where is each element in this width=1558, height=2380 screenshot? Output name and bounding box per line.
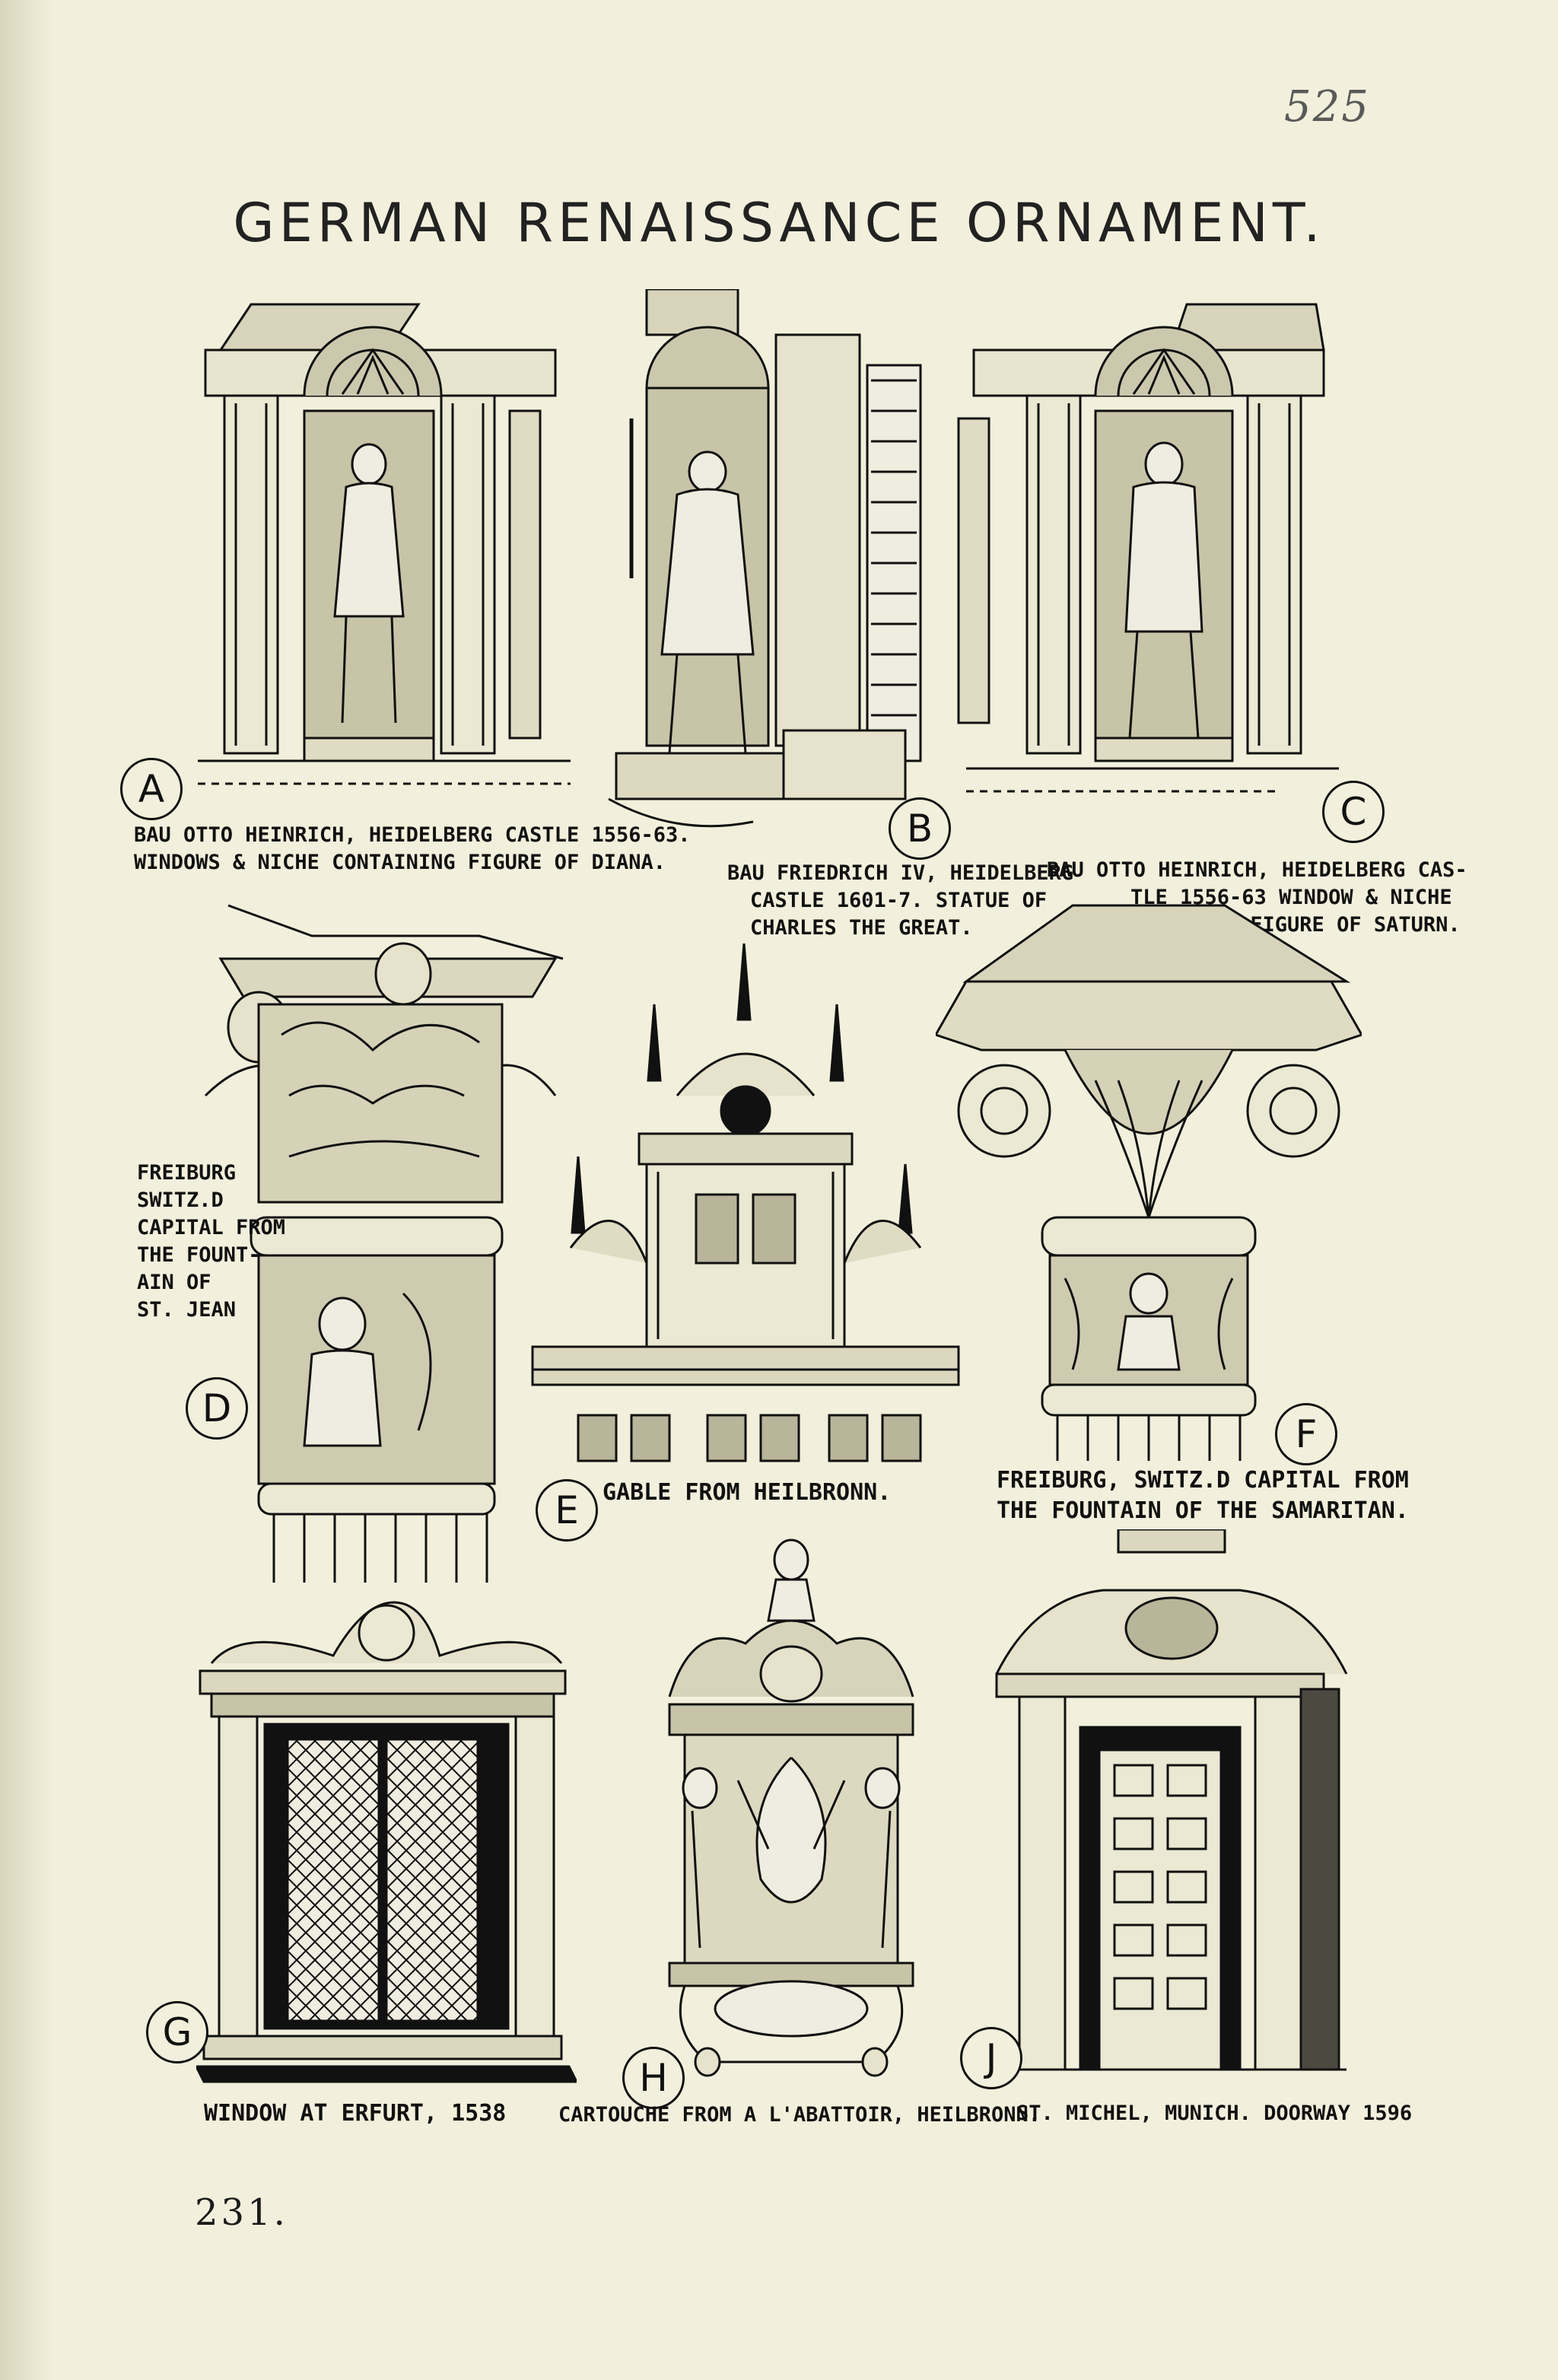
figure-e-gable-heilbronn <box>525 943 966 1476</box>
figure-d-caption-line-3: CAPITAL FROM <box>137 1216 286 1239</box>
figure-j-caption: ST. MICHEL, MUNICH. DOORWAY 1596 <box>1016 2100 1412 2127</box>
figure-c-drawing <box>957 303 1339 793</box>
figure-h-letter: H <box>622 2047 685 2109</box>
figure-b-statue-charles <box>601 289 936 852</box>
page-binding-shadow <box>0 0 53 2380</box>
figure-a-letter: A <box>120 758 183 820</box>
figure-e-caption-line-1: GABLE FROM HEILBRONN. <box>603 1479 892 1506</box>
figure-d-caption: FREIBURG SWITZ.D CAPITAL FROM THE FOUNT-… <box>137 1160 285 1324</box>
handwritten-page-number: 525 <box>1284 82 1370 132</box>
figure-a-caption-line-2: WINDOWS & NICHE CONTAINING FIGURE OF DIA… <box>134 851 666 874</box>
figure-b-letter: B <box>889 797 951 860</box>
figure-j-drawing <box>989 1529 1348 2071</box>
figure-b-caption-line-1: BAU FRIEDRICH IV, HEIDELBERG <box>727 861 1074 885</box>
figure-a-drawing <box>198 303 571 785</box>
figure-c-letter: C <box>1322 781 1385 843</box>
figure-a-niche-diana <box>190 297 586 814</box>
figure-j-letter: J <box>960 2027 1022 2089</box>
figure-d-caption-line-4: THE FOUNT- <box>137 1243 261 1267</box>
figure-g-drawing <box>196 1601 577 2083</box>
figure-e-letter: E <box>536 1479 598 1542</box>
figure-j-doorway-munich <box>989 1529 1354 2092</box>
figure-j-caption-line-1: ST. MICHEL, MUNICH. DOORWAY 1596 <box>1016 2102 1413 2125</box>
figure-b-caption-line-2: CASTLE 1601-7. STATUE OF <box>750 889 1048 912</box>
figure-h-cartouche <box>639 1529 943 2092</box>
figure-c-niche-saturn <box>943 297 1354 829</box>
figure-h-caption: CARTOUCHE FROM A L'ABATTOIR, HEILBRONN. <box>558 2102 1041 2129</box>
figure-h-caption-line-1: CARTOUCHE FROM A L'ABATTOIR, HEILBRONN. <box>558 2103 1041 2127</box>
figure-b-drawing <box>608 289 922 828</box>
figure-g-caption-line-1: WINDOW AT ERFURT, 1538 <box>204 2100 507 2127</box>
figure-d-letter: D <box>186 1377 248 1440</box>
figure-h-drawing <box>668 1538 914 2077</box>
figure-d-caption-line-1: FREIBURG <box>137 1161 237 1185</box>
figure-f-caption: FREIBURG, SWITZ.D CAPITAL FROM THE FOUNT… <box>997 1465 1409 1526</box>
figure-b-caption: BAU FRIEDRICH IV, HEIDELBERG CASTLE 1601… <box>727 860 1073 942</box>
figure-d-drawing <box>204 904 564 1583</box>
figure-d-caption-line-2: SWITZ.D <box>137 1188 224 1212</box>
figure-e-caption: GABLE FROM HEILBRONN. <box>603 1479 891 1507</box>
figure-d-caption-line-5: AIN OF <box>137 1271 211 1294</box>
plate-number: 231. <box>195 2191 288 2234</box>
figure-f-capital-samaritan <box>936 898 1362 1461</box>
figure-c-caption-line-1: BAU OTTO HEINRICH, HEIDELBERG CAS- <box>1047 858 1467 882</box>
figure-f-caption-line-2: THE FOUNTAIN OF THE SAMARITAN. <box>997 1497 1409 1524</box>
figure-f-letter: F <box>1275 1403 1337 1465</box>
figure-d-caption-line-6: ST. JEAN <box>137 1298 237 1322</box>
figure-g-letter: G <box>146 2001 208 2063</box>
figure-d-capital-st-jean <box>175 898 571 1583</box>
plate-title: GERMAN RENAISSANCE ORNAMENT. <box>233 192 1325 254</box>
figure-e-drawing <box>531 943 960 1462</box>
figure-g-window-erfurt <box>196 1595 577 2097</box>
figure-g-caption: WINDOW AT ERFURT, 1538 <box>204 2100 506 2127</box>
figure-a-caption: BAU OTTO HEINRICH, HEIDELBERG CASTLE 155… <box>134 822 691 877</box>
figure-b-caption-line-3: CHARLES THE GREAT. <box>750 916 973 940</box>
figure-a-caption-line-1: BAU OTTO HEINRICH, HEIDELBERG CASTLE 155… <box>134 823 691 847</box>
figure-f-drawing <box>936 904 1362 1461</box>
figure-f-caption-line-1: FREIBURG, SWITZ.D CAPITAL FROM <box>997 1467 1409 1494</box>
